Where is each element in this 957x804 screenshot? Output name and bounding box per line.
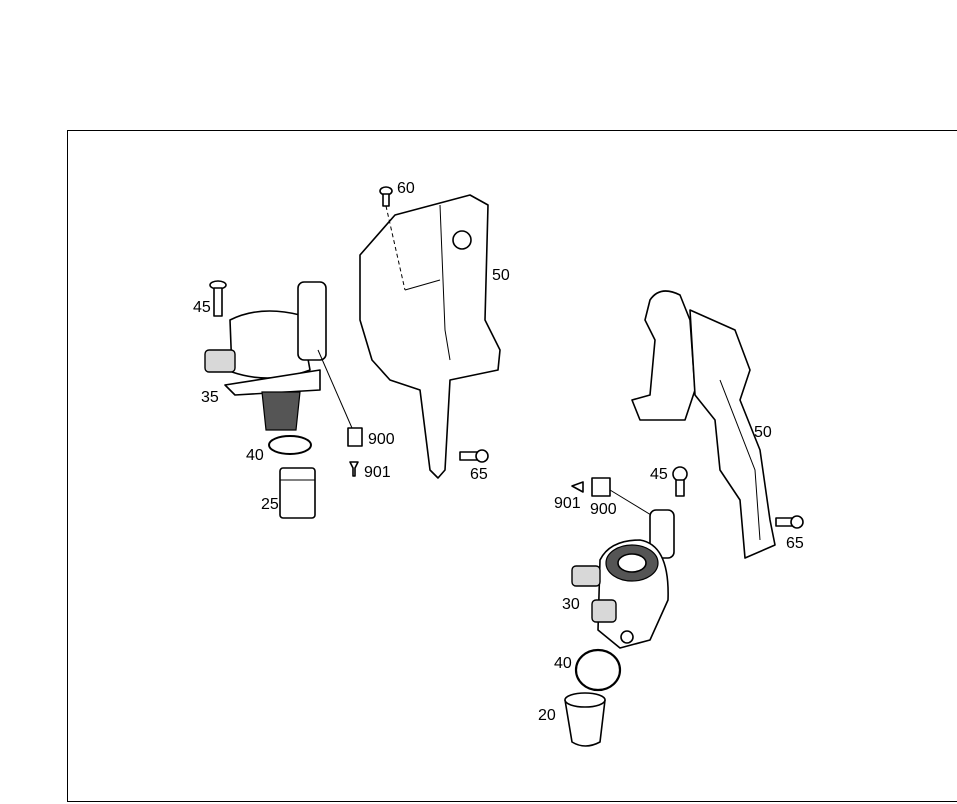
- label-60: 60: [397, 180, 415, 197]
- left-pump-35[interactable]: [204, 281, 353, 431]
- right-bolt-65[interactable]: [775, 515, 804, 529]
- label-900-right: 900: [590, 501, 617, 518]
- right-pump-30[interactable]: [571, 509, 675, 649]
- left-tappet-25[interactable]: [279, 467, 316, 519]
- label-901-right: 901: [554, 495, 581, 512]
- label-40-left: 40: [246, 447, 264, 464]
- left-plug-901[interactable]: [349, 461, 359, 477]
- label-35: 35: [201, 389, 219, 406]
- right-bolt-45[interactable]: [672, 466, 688, 497]
- left-bolt-45[interactable]: [209, 280, 227, 317]
- right-plug-901[interactable]: [571, 481, 584, 493]
- label-65-right: 65: [786, 535, 804, 552]
- label-20: 20: [538, 707, 556, 724]
- left-bolt-65[interactable]: [459, 449, 489, 463]
- left-oring-40[interactable]: [268, 435, 312, 455]
- label-901-left: 901: [364, 464, 391, 481]
- label-900-left: 900: [368, 431, 395, 448]
- right-oring-40[interactable]: [574, 648, 622, 692]
- label-45-left: 45: [193, 299, 211, 316]
- label-45-right: 45: [650, 466, 668, 483]
- label-25: 25: [261, 496, 279, 513]
- left-bolt-60[interactable]: [379, 186, 406, 291]
- left-connector-900[interactable]: [347, 427, 363, 447]
- right-tappet-20[interactable]: [564, 692, 606, 747]
- label-50-right: 50: [754, 424, 772, 441]
- right-connector-900[interactable]: [591, 477, 657, 519]
- label-40-right: 40: [554, 655, 572, 672]
- label-65-left: 65: [470, 466, 488, 483]
- left-bracket-50[interactable]: [359, 194, 501, 479]
- diagram-frame: [67, 130, 957, 802]
- label-30: 30: [562, 596, 580, 613]
- label-50-left: 50: [492, 267, 510, 284]
- right-bracket-50[interactable]: [631, 290, 776, 559]
